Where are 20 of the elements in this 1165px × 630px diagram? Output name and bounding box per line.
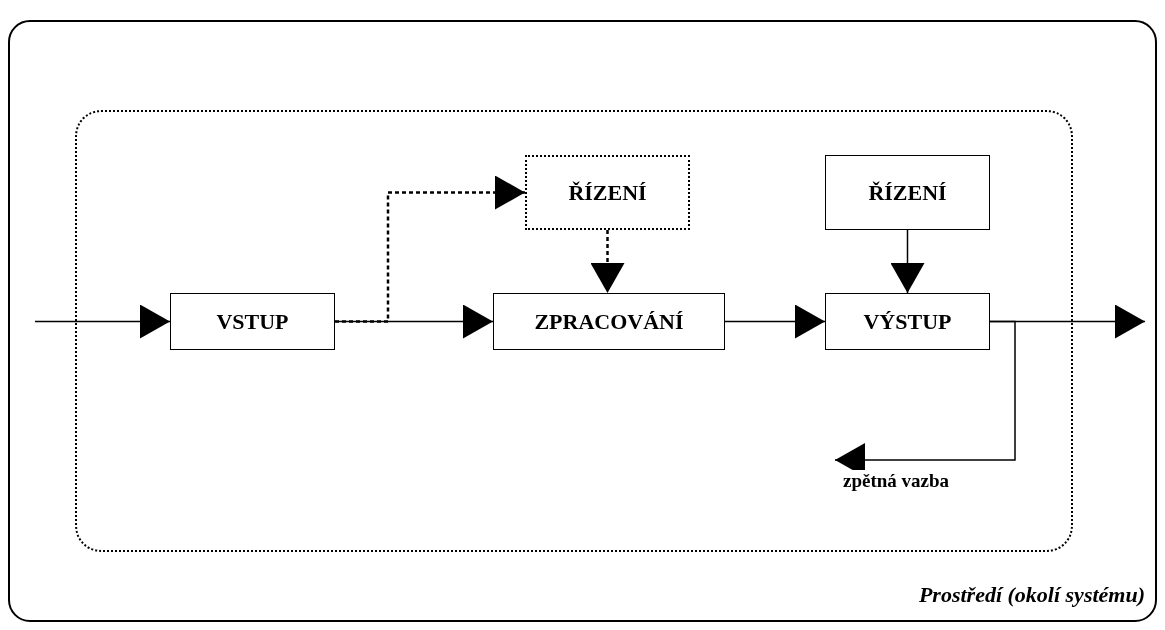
process-box bbox=[825, 155, 990, 230]
box-label: ŘÍZENÍ bbox=[868, 179, 947, 206]
arrow bbox=[334, 304, 494, 339]
arrow bbox=[34, 304, 171, 339]
arrow bbox=[335, 175, 525, 323]
edge-label: zpětná vazba bbox=[841, 470, 952, 492]
box-label: ZPRACOVÁNÍ bbox=[534, 308, 684, 335]
box-label: ŘÍZENÍ bbox=[568, 179, 647, 206]
arrow bbox=[724, 304, 826, 339]
environment-frame bbox=[8, 20, 1157, 622]
arrow bbox=[590, 230, 625, 293]
process-box bbox=[525, 155, 690, 230]
environment-label: Prostředí (okolí systému) bbox=[918, 582, 1145, 608]
box-label: VSTUP bbox=[216, 308, 289, 335]
process-box bbox=[170, 293, 335, 350]
system-boundary bbox=[75, 110, 1073, 552]
box-label: VÝSTUP bbox=[863, 308, 952, 335]
process-box bbox=[825, 293, 990, 350]
process-box bbox=[493, 293, 725, 350]
arrow bbox=[890, 229, 925, 294]
